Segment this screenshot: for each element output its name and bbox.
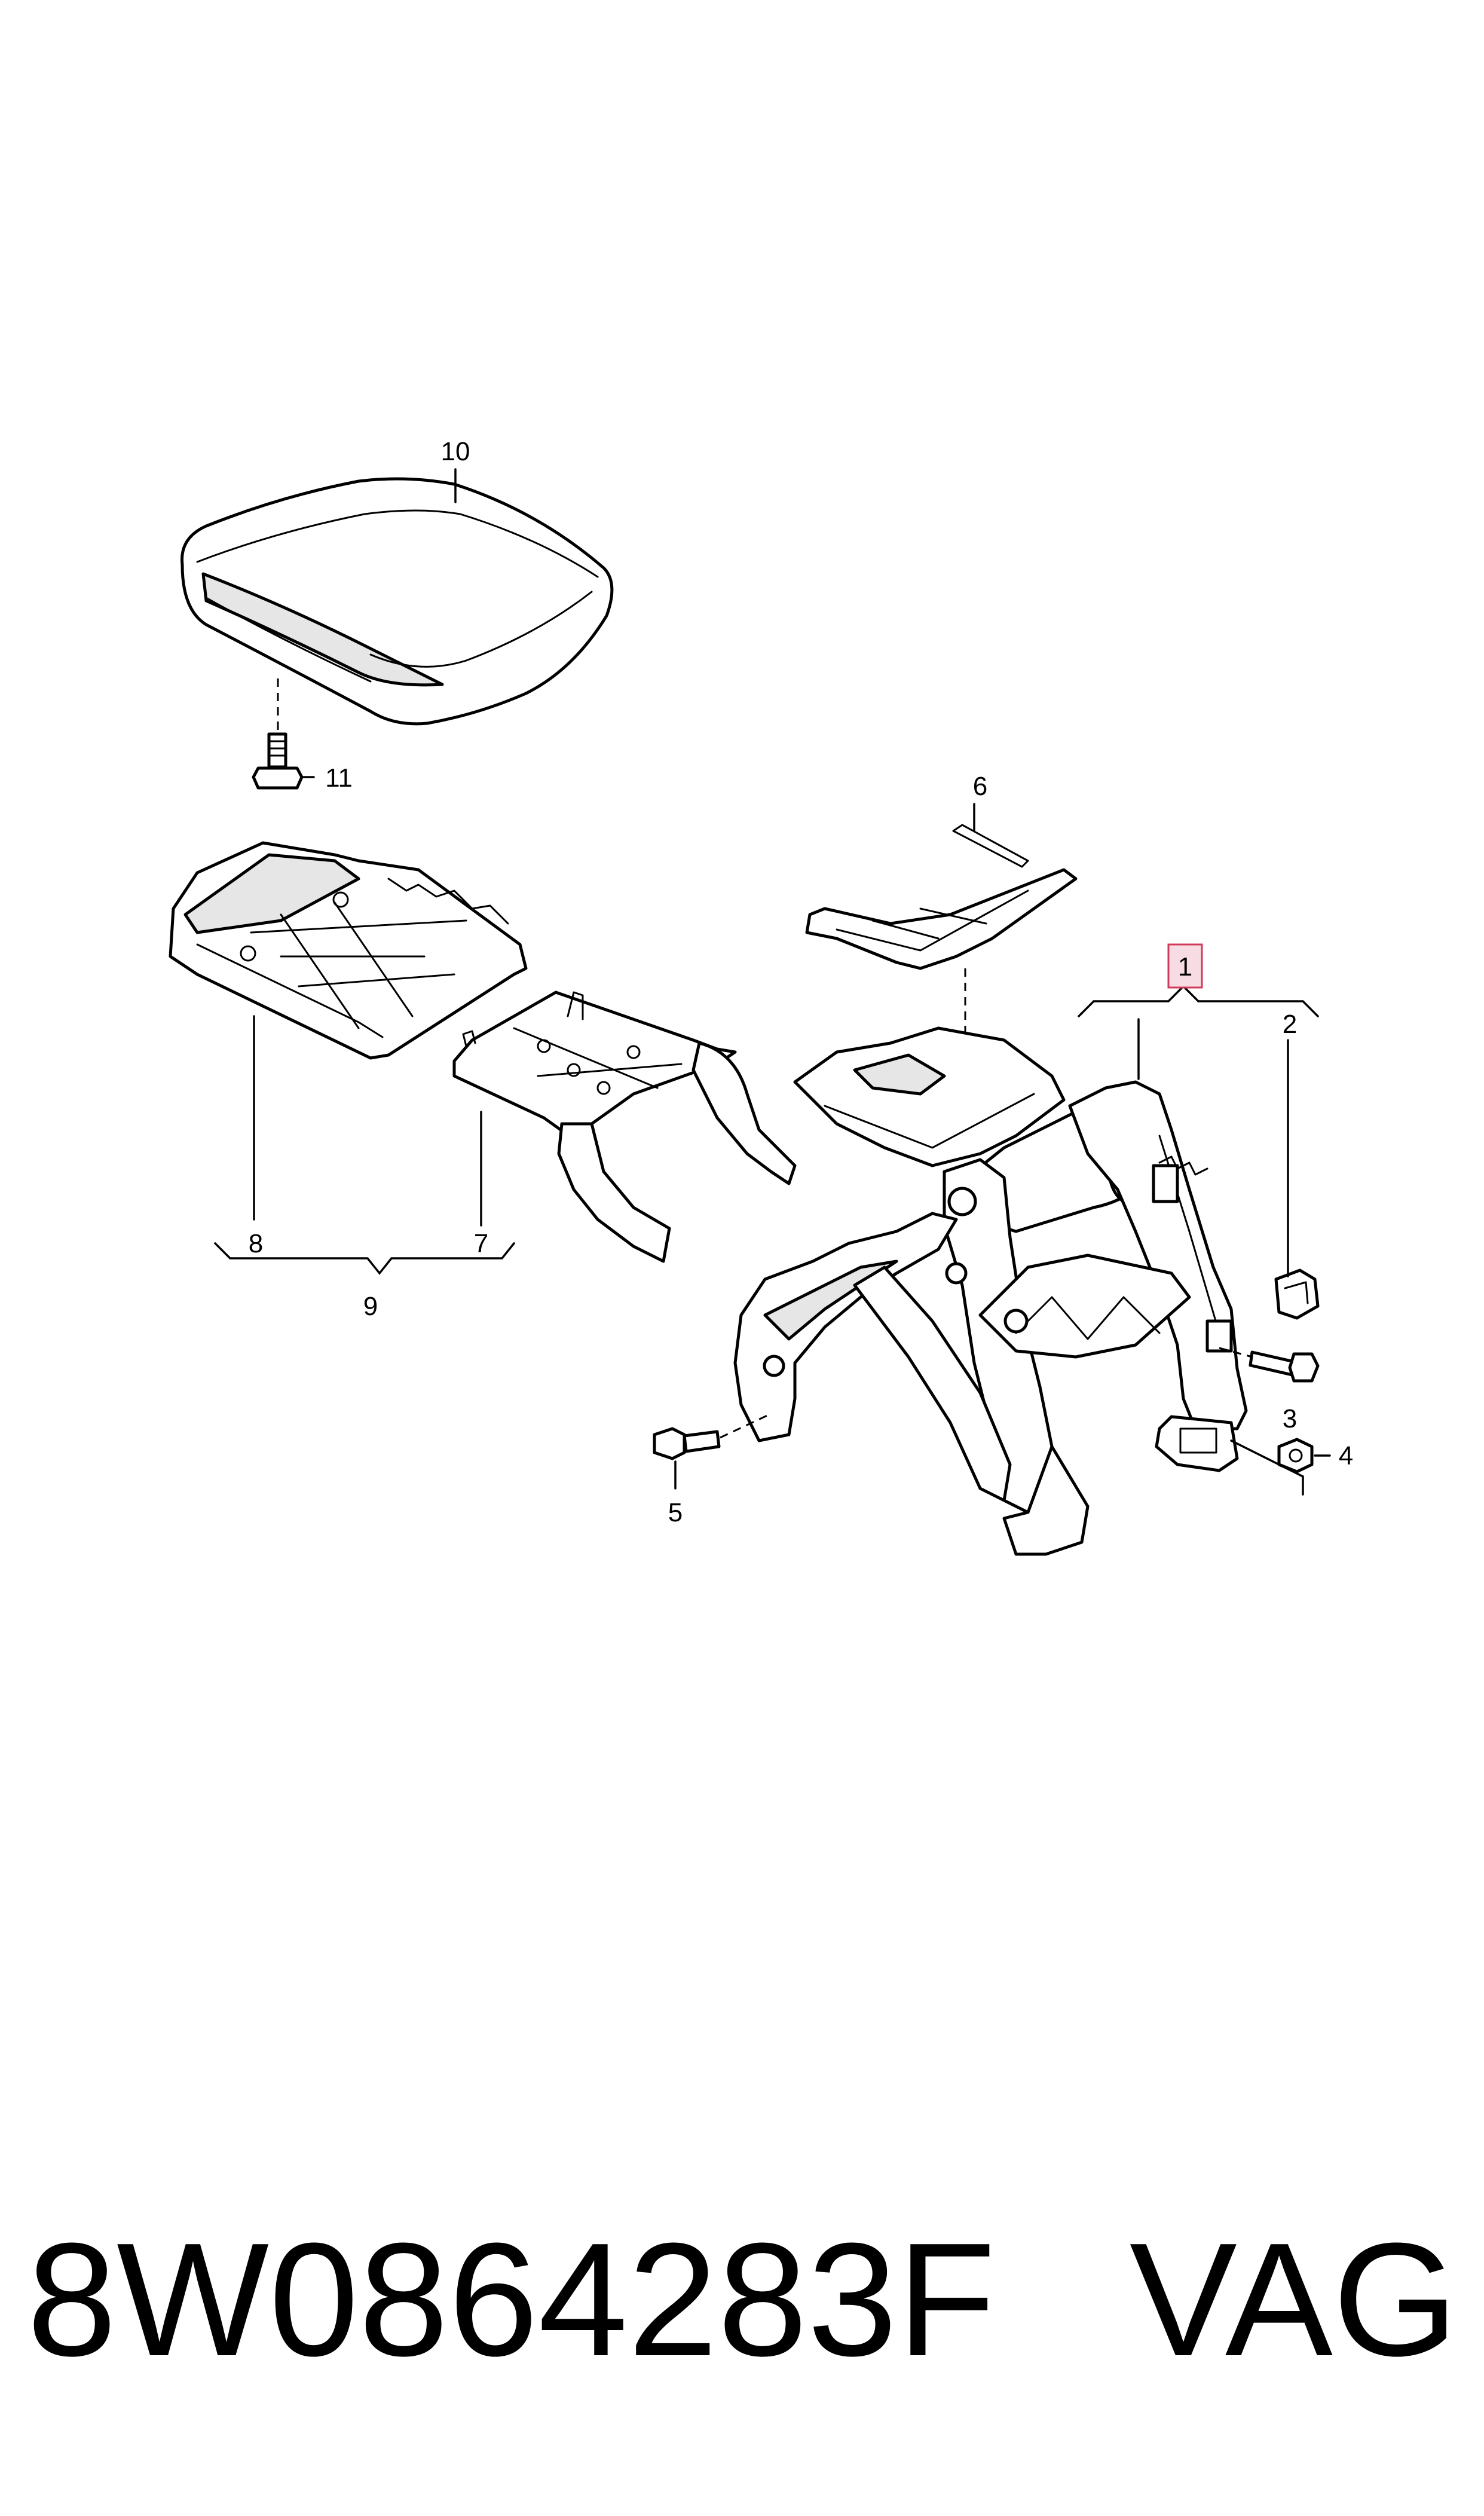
brand-text: VAG: [1130, 2210, 1458, 2390]
callout-5: 5: [668, 1498, 683, 1527]
leader-4b: [1230, 1439, 1304, 1496]
callout-10: 10: [441, 437, 470, 466]
callout-6: 6: [973, 772, 987, 801]
callout-7: 7: [474, 1229, 488, 1258]
part-armrest-cushion: [180, 477, 614, 726]
part-number-text: 8W0864283F: [27, 2210, 996, 2390]
part-console-bracket-1: [733, 1026, 1248, 1556]
part-console-frame-7: [452, 990, 797, 1263]
bracket-9: [214, 1242, 515, 1275]
callout-3: 3: [1283, 1404, 1297, 1433]
part-base-plate-8: [169, 841, 528, 1060]
part-screw-11: [252, 732, 315, 790]
callout-9: 9: [363, 1292, 378, 1321]
part-clip-nut-2: [1274, 1268, 1320, 1320]
callout-1: 1: [1178, 952, 1192, 982]
part-nut-4: [1277, 1438, 1314, 1473]
part-bolt-3: [1219, 1347, 1320, 1383]
callout-2: 2: [1283, 1010, 1297, 1039]
callout-4: 4: [1339, 1441, 1353, 1471]
callout-8: 8: [249, 1229, 263, 1258]
part-slide-plate-6: [805, 824, 1078, 970]
callout-11: 11: [325, 763, 353, 793]
highlight-box-1: [1167, 943, 1203, 989]
part-bolt-5: [653, 1413, 772, 1460]
